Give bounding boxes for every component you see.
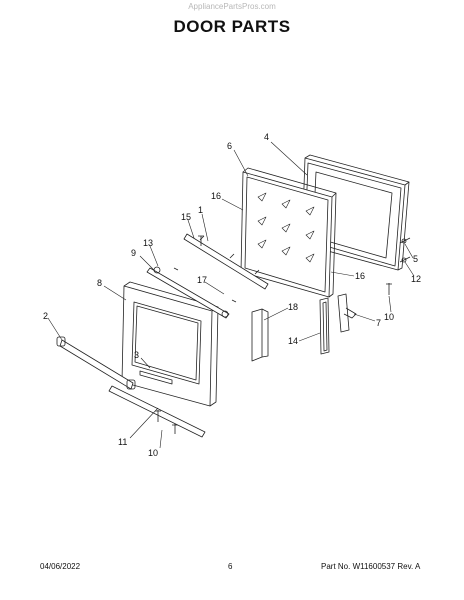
- callout-18: 18: [288, 302, 298, 312]
- screws-part: [155, 235, 411, 434]
- window-glass-part: [240, 167, 337, 298]
- callout-17: 17: [197, 275, 207, 285]
- callout-12: 12: [411, 274, 421, 284]
- footer-page-number: 6: [228, 562, 233, 571]
- callout-5: 5: [413, 254, 418, 264]
- callout-15: 15: [181, 212, 191, 222]
- callout-16: 16: [211, 191, 221, 201]
- callout-10: 10: [148, 448, 158, 458]
- callout-8: 8: [97, 278, 102, 288]
- hinge-receiver-part: [319, 297, 330, 355]
- watermark: AppliancePartsPros.com: [188, 2, 276, 11]
- callout-4: 4: [264, 132, 269, 142]
- callout-13: 13: [143, 238, 153, 248]
- callout-6: 6: [227, 141, 232, 151]
- hinge-part: [337, 293, 357, 333]
- callout-16: 16: [355, 271, 365, 281]
- page-title: DOOR PARTS: [173, 17, 291, 36]
- callout-7: 7: [376, 318, 381, 328]
- callout-10: 10: [384, 312, 394, 322]
- callout-2: 2: [43, 311, 48, 321]
- callout-3: 3: [134, 350, 139, 360]
- insulation-part: [251, 308, 269, 362]
- callout-9: 9: [131, 248, 136, 258]
- door-handle-part: [56, 336, 136, 390]
- callout-14: 14: [288, 336, 298, 346]
- callout-11: 11: [118, 437, 127, 447]
- leader-lines: [47, 141, 415, 449]
- callout-1: 1: [198, 205, 203, 215]
- door-bottom-trim-part: [108, 385, 206, 438]
- callout-labels: 4 6 16 16 15 1 13 9 17 8 2 18 3 14 11 10…: [43, 132, 421, 458]
- outer-door-panel-part: [121, 281, 219, 407]
- footer-part-number: Part No. W11600537 Rev. A: [321, 562, 421, 571]
- footer-date: 04/06/2022: [40, 562, 81, 571]
